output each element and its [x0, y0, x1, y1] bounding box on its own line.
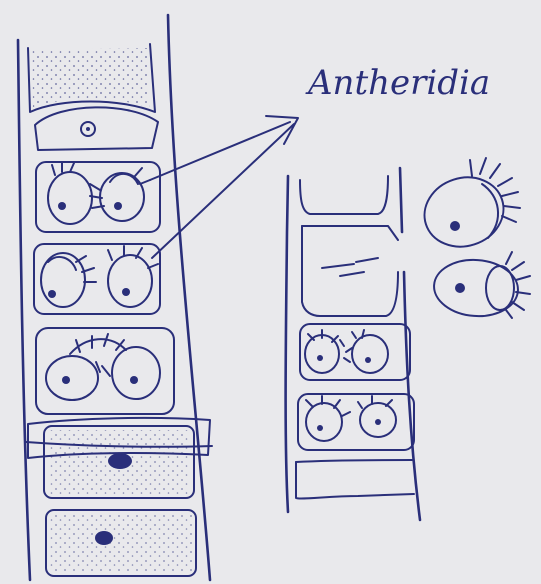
left-filament-outer-wall-right — [168, 15, 210, 580]
right-filament-wall-right-lower — [404, 272, 420, 520]
right-filament-wall-left — [286, 176, 288, 512]
lower-vegetative-cell-1 — [44, 426, 194, 498]
arrow-line-1 — [150, 122, 290, 180]
antheridia-label: Antheridia — [305, 63, 490, 103]
dome-cell — [35, 107, 158, 150]
antheridium-cell-2 — [34, 244, 160, 314]
left-filament — [18, 15, 212, 580]
right-filament-wall-right-upper — [400, 168, 402, 232]
antheridium-cell-3 — [36, 328, 174, 414]
right-bottom-cell — [296, 462, 414, 499]
left-filament-outer-wall-left — [18, 40, 30, 580]
lower-vegetative-cell-2 — [46, 510, 196, 576]
right-bottom-cell-top — [296, 460, 412, 462]
right-antheridium-cell-2 — [298, 394, 414, 450]
antheridia-label-group: Antheridia — [305, 63, 490, 103]
released-antherozoid-2 — [432, 252, 530, 319]
right-top-cell — [300, 176, 388, 214]
top-speckled-cell — [28, 44, 155, 112]
open-empty-antheridium — [302, 226, 398, 316]
released-antherozoid-1 — [415, 158, 520, 257]
antheridium-cell-1 — [36, 162, 160, 232]
right-filament — [286, 168, 420, 520]
right-antheridium-cell-1 — [300, 324, 410, 380]
